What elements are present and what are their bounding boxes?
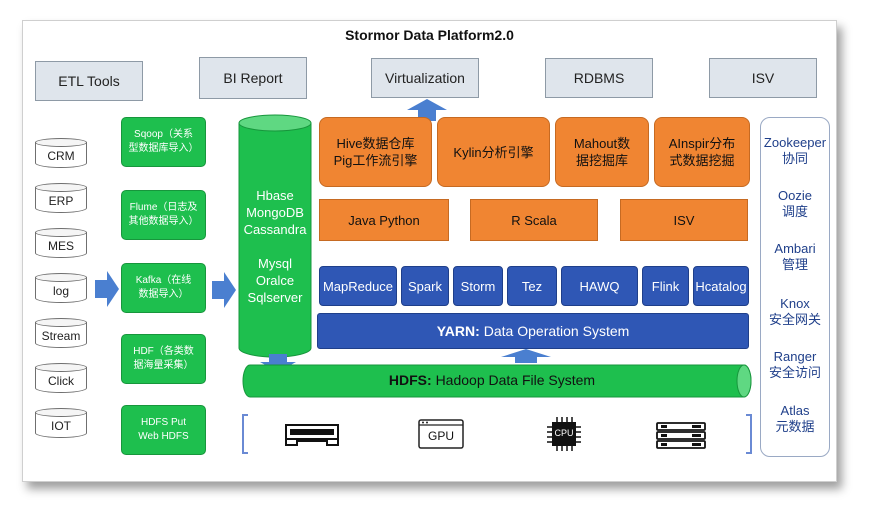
- compute-hcatalog: Hcatalog: [693, 266, 749, 306]
- diagram-title: Stormor Data Platform2.0: [345, 27, 514, 43]
- ingest-sqoop: Sqoop（关系型数据库导入）: [121, 117, 206, 167]
- yarn-bar: YARN:Data Operation System: [317, 313, 749, 349]
- gpu-icon: GPU: [418, 419, 464, 449]
- ingest-kafka: Kafka（在线数据导入）: [121, 263, 206, 313]
- source-crm: CRM: [35, 138, 87, 170]
- compute-hawq: HAWQ: [561, 266, 638, 306]
- database-list: Hbase MongoDB Cassandra Mysql Oralce Sql…: [243, 188, 307, 305]
- up-arrow-icon: [407, 99, 447, 121]
- hardware-bracket: [242, 414, 752, 454]
- right-arrow-icon: [212, 272, 236, 308]
- source-click: Click: [35, 363, 87, 395]
- source-log: log: [35, 273, 87, 305]
- lang-isv: ISV: [620, 199, 748, 241]
- source-stream: Stream: [35, 318, 87, 350]
- ingest-flume: Flume（日志及其他数据导入）: [121, 190, 206, 240]
- lang-r-scala: R Scala: [470, 199, 598, 241]
- source-mes: MES: [35, 228, 87, 260]
- engine-kylin: Kylin分析引擎: [437, 117, 550, 187]
- compute-mapreduce: MapReduce: [319, 266, 397, 306]
- source-iot: IOT: [35, 408, 87, 440]
- database-cylinder: [238, 114, 312, 358]
- compute-flink: Flink: [642, 266, 689, 306]
- engine-ainspir: AInspir分布式数据挖掘: [654, 117, 750, 187]
- management-panel: [760, 117, 830, 457]
- engine-mahout: Mahout数据挖掘库: [555, 117, 649, 187]
- down-arrow-icon: [260, 354, 296, 372]
- compute-storm: Storm: [453, 266, 503, 306]
- bi-report-box: BI Report: [199, 57, 307, 99]
- etl-tools-box: ETL Tools: [35, 61, 143, 101]
- ingest-hdf: HDF（各类数据海量采集）: [121, 334, 206, 384]
- lang-java-python: Java Python: [319, 199, 449, 241]
- compute-tez: Tez: [507, 266, 557, 306]
- diagram-frame: Stormor Data Platform2.0 ETL Tools BI Re…: [22, 20, 837, 482]
- memory-icon: [285, 424, 339, 446]
- isv-box: ISV: [709, 58, 817, 98]
- hdfs-label: HDFS: Hadoop Data File System: [388, 372, 596, 388]
- source-erp: ERP: [35, 183, 87, 215]
- hdfs-bar: [242, 364, 752, 398]
- compute-spark: Spark: [401, 266, 449, 306]
- server-rack-icon: [656, 422, 706, 449]
- cpu-icon: CPU: [547, 417, 581, 451]
- virtualization-box: Virtualization: [371, 58, 479, 98]
- right-arrow-icon: [95, 271, 119, 307]
- up-arrow-icon: [501, 349, 551, 363]
- rdbms-box: RDBMS: [545, 58, 653, 98]
